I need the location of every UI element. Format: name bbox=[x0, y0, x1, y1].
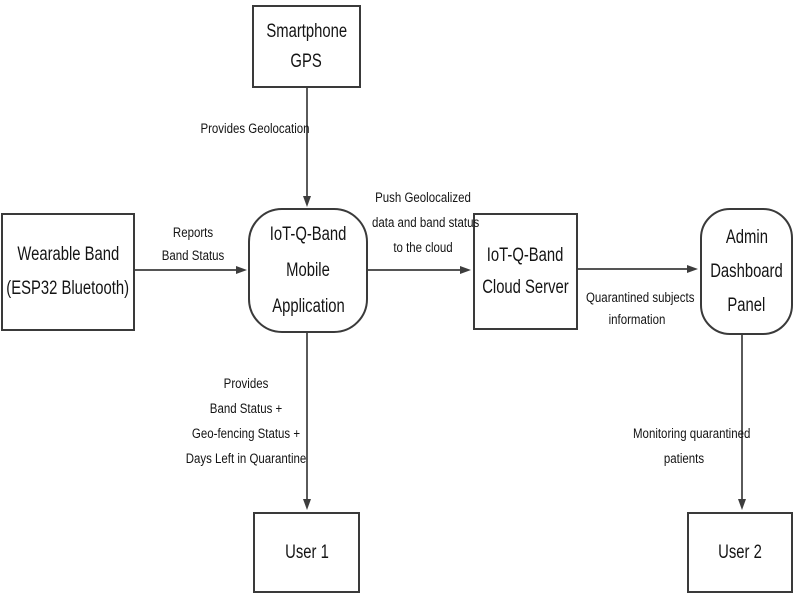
edge-cloud-to-admin-arrow bbox=[578, 265, 698, 273]
node-label: (ESP32 Bluetooth) bbox=[6, 278, 130, 299]
node-label: IoT-Q-Band bbox=[487, 244, 564, 266]
edge-label-push-geolocalized: Push Geolocalized data and band status t… bbox=[372, 190, 480, 255]
edge-label-provides-band-status: Provides Band Status + Geo-fencing Statu… bbox=[185, 376, 307, 466]
edge-label-monitoring-quarantined: Monitoring quarantined patients bbox=[633, 426, 751, 466]
node-label: User 1 bbox=[284, 541, 329, 563]
node-label: Mobile bbox=[286, 259, 330, 281]
edge-label-reports-band-status: Reports Band Status bbox=[161, 225, 225, 263]
node-label: Application bbox=[271, 295, 345, 317]
node-label: Dashboard bbox=[710, 260, 783, 282]
node-mobile-application: IoT-Q-Band Mobile Application bbox=[248, 208, 368, 333]
node-label: Cloud Server bbox=[482, 276, 569, 298]
node-wearable-band: Wearable Band (ESP32 Bluetooth) bbox=[1, 213, 135, 331]
edge-label-quarantined-subjects: Quarantined subjects information bbox=[586, 290, 695, 327]
edge-admin-to-user2-arrow bbox=[738, 335, 746, 510]
edge-gps-to-app-arrow bbox=[303, 88, 311, 207]
node-smartphone-gps: Smartphone GPS bbox=[252, 5, 361, 88]
node-label: Admin bbox=[725, 226, 768, 248]
node-label: Wearable Band bbox=[17, 244, 119, 265]
node-user-2: User 2 bbox=[687, 512, 793, 593]
node-user-1: User 1 bbox=[253, 512, 360, 593]
node-label: User 2 bbox=[718, 541, 762, 563]
edge-band-to-app-arrow bbox=[135, 266, 247, 274]
node-cloud-server: IoT-Q-Band Cloud Server bbox=[473, 213, 578, 330]
edge-app-to-user1-arrow bbox=[303, 333, 311, 510]
edge-label-provides-geolocation: Provides Geolocation bbox=[200, 121, 310, 136]
node-label: GPS bbox=[290, 50, 323, 72]
node-label: IoT-Q-Band bbox=[269, 223, 347, 245]
edge-app-to-cloud-arrow bbox=[368, 266, 471, 274]
node-label: Panel bbox=[727, 294, 766, 316]
node-label: Smartphone bbox=[266, 20, 347, 42]
node-admin-dashboard-panel: Admin Dashboard Panel bbox=[700, 208, 793, 335]
